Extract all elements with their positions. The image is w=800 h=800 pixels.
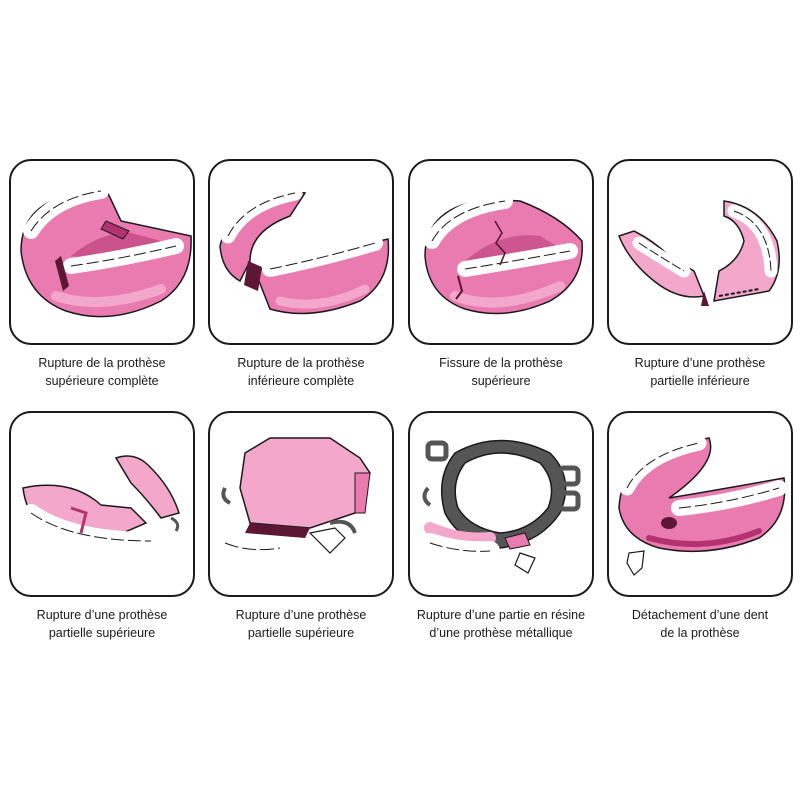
upper-partial-clasp-denture-fracture-icon bbox=[214, 437, 371, 561]
card-upper-partial-fracture bbox=[9, 411, 195, 597]
caption-lower-complete-fracture: Rupture de la prothèse inférieure complè… bbox=[237, 356, 365, 388]
card-metal-framework-fracture bbox=[408, 411, 594, 597]
caption-detached-tooth: Détachement d’une dent de la prothèse bbox=[631, 608, 769, 640]
upper-partial-denture-fracture-icon bbox=[22, 455, 180, 550]
lower-complete-denture-fracture-icon bbox=[219, 185, 390, 315]
detached-tooth-denture-icon bbox=[618, 435, 787, 576]
card-upper-complete-fracture bbox=[9, 159, 195, 345]
upper-denture-crack-icon bbox=[424, 193, 583, 315]
card-lower-complete-fracture bbox=[208, 159, 394, 345]
caption-metal-framework-fracture: Rupture d’une partie en résine d’une pro… bbox=[416, 608, 586, 640]
caption-upper-partial-fracture: Rupture d’une prothèse partielle supérie… bbox=[36, 608, 168, 640]
caption-upper-crack: Fissure de la prothèse supérieure bbox=[439, 356, 563, 388]
caption-lower-partial-fracture: Rupture d’une prothèse partielle inférie… bbox=[634, 356, 766, 388]
card-detached-tooth bbox=[607, 411, 793, 597]
caption-upper-partial-clasp-fracture: Rupture d’une prothèse partielle supérie… bbox=[235, 608, 367, 640]
card-lower-partial-fracture bbox=[607, 159, 793, 345]
card-upper-partial-clasp-fracture bbox=[208, 411, 394, 597]
metal-framework-resin-fracture-icon bbox=[420, 439, 581, 574]
lower-partial-denture-fracture-icon bbox=[618, 200, 780, 306]
caption-upper-complete-fracture: Rupture de la prothèse supérieure complè… bbox=[38, 356, 166, 388]
card-upper-crack bbox=[408, 159, 594, 345]
upper-complete-denture-fracture-icon bbox=[20, 183, 192, 318]
